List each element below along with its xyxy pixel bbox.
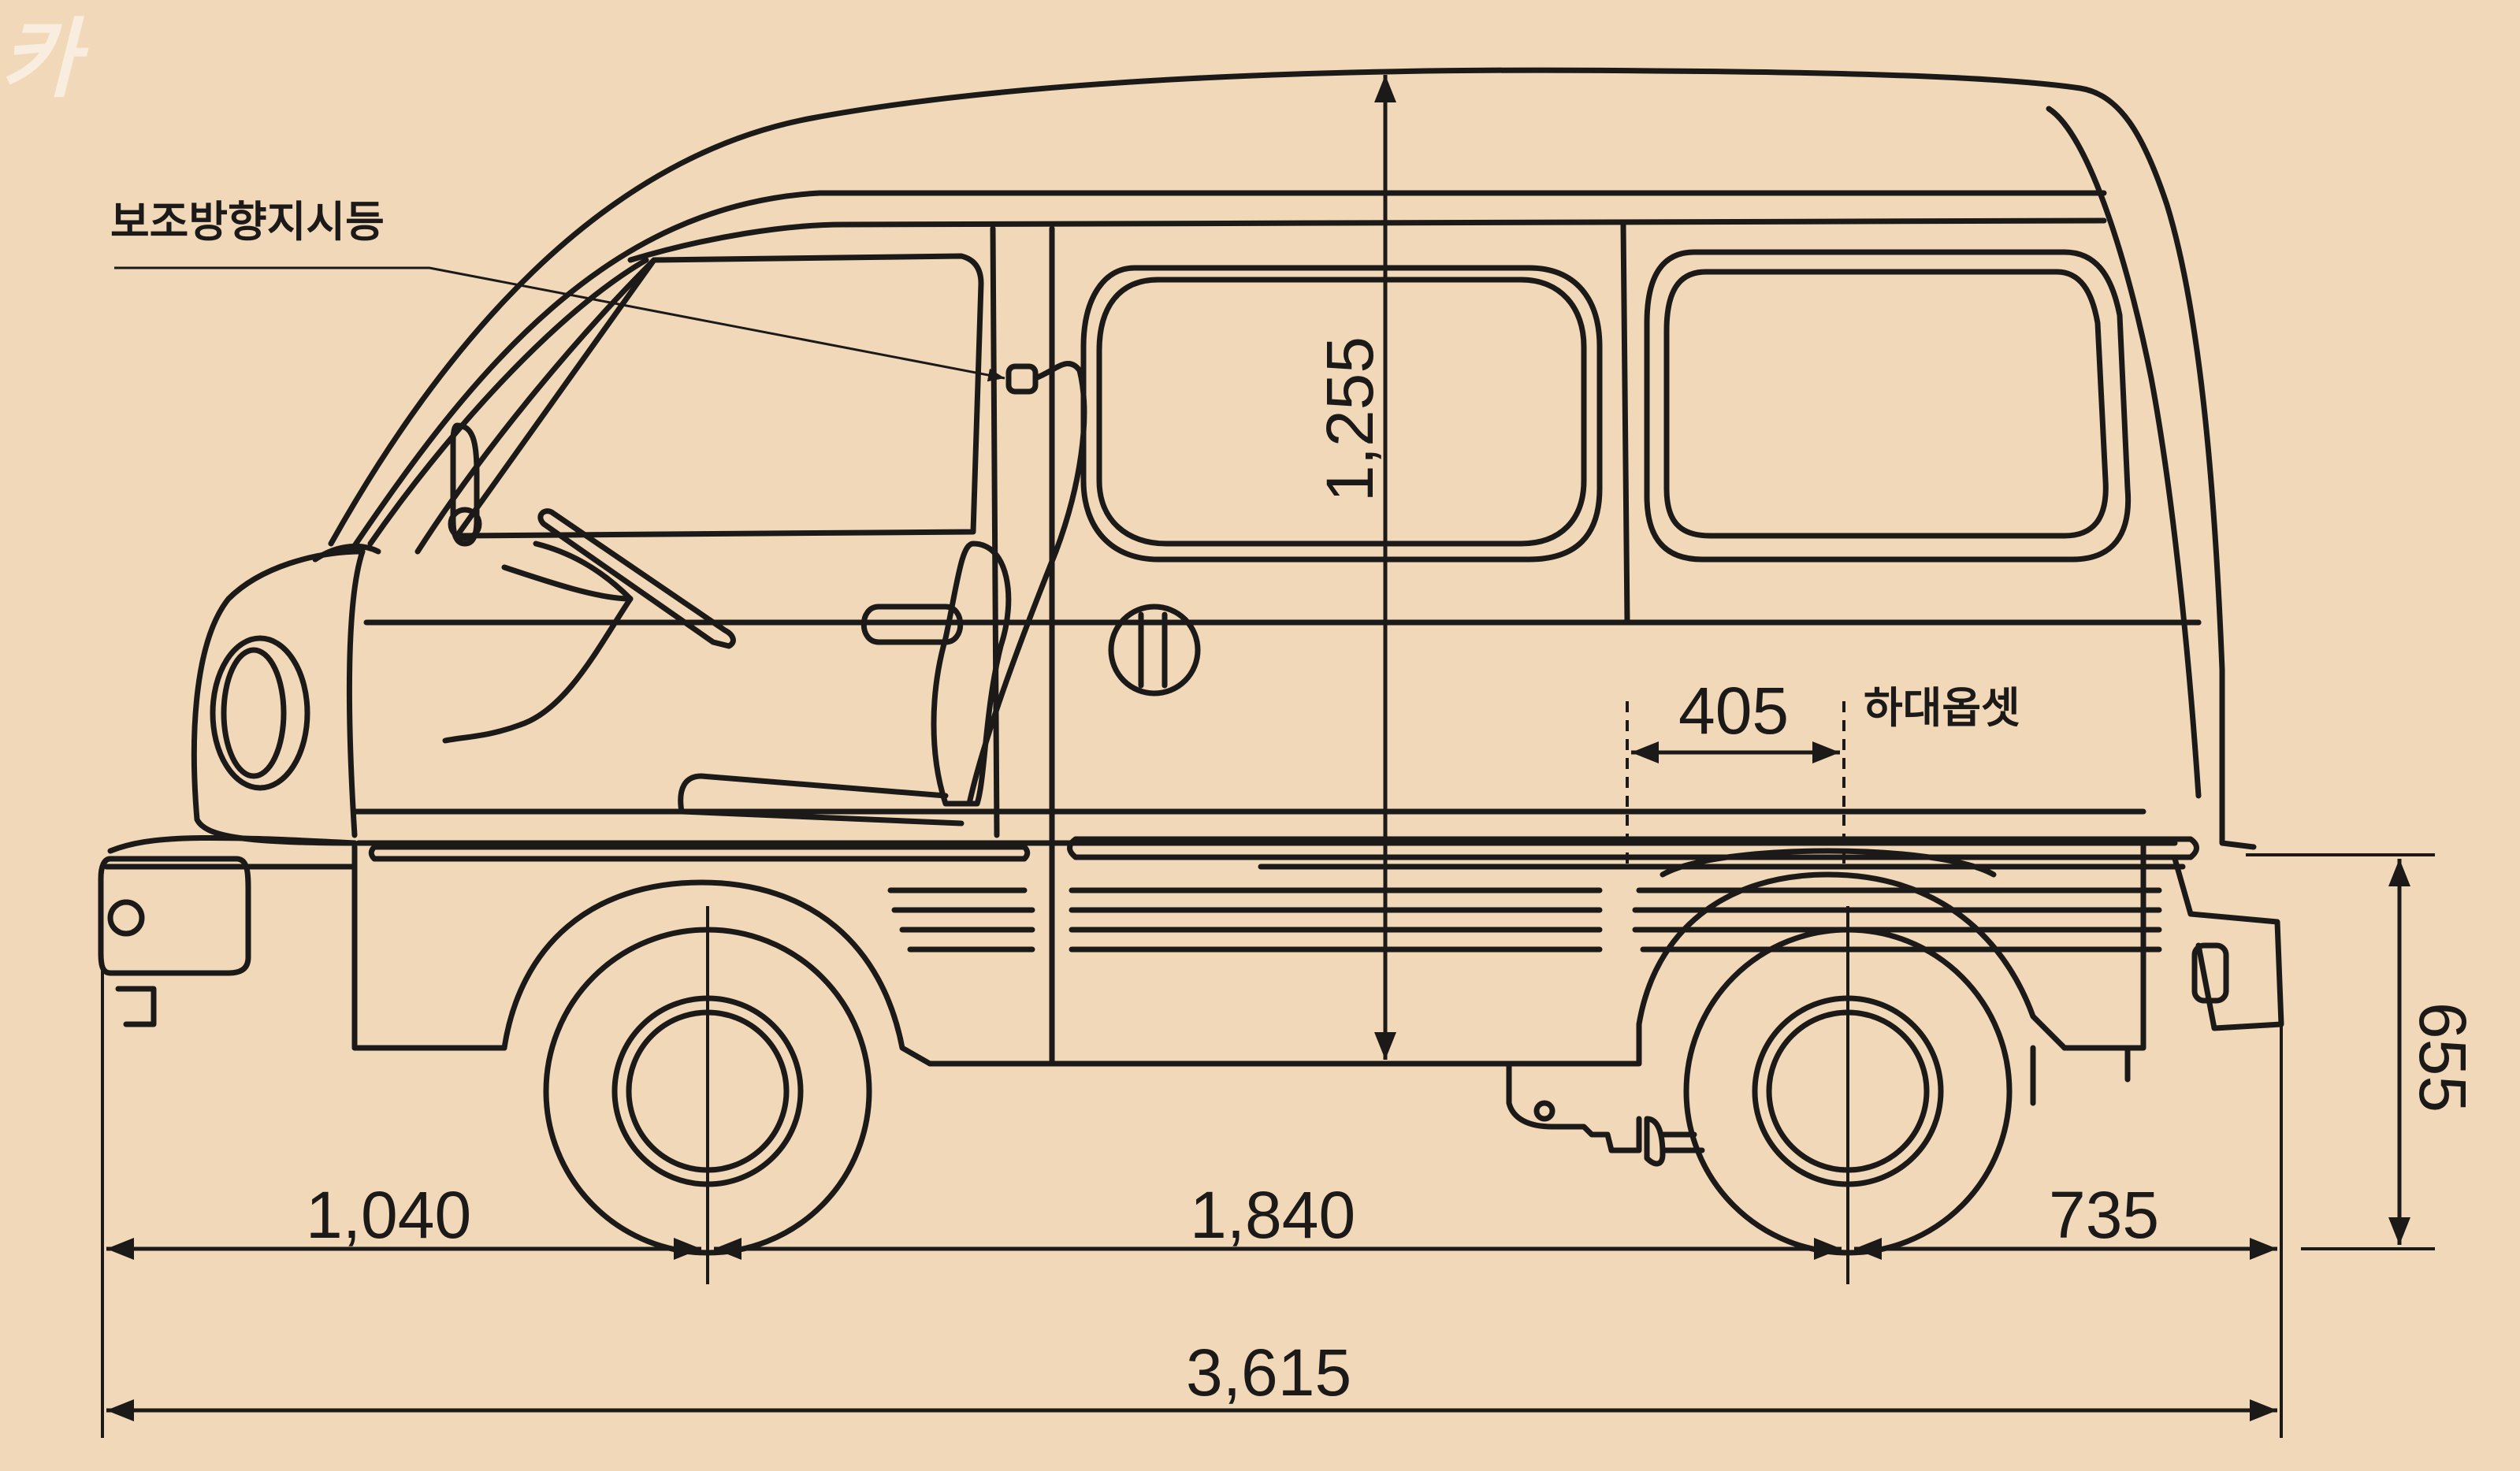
rear-offset-label: 하대옵셋 (1864, 683, 2020, 733)
dimension-lines (101, 75, 2435, 1438)
front-overhang-value: 1,040 (306, 1178, 472, 1252)
wheelbase-value: 1,840 (1190, 1178, 1356, 1252)
van-body-outline (98, 67, 2284, 1167)
offset-dimension-value: 405 (1678, 674, 1790, 748)
watermark-text: 카 (0, 9, 80, 110)
rear-overhang-value: 735 (2049, 1178, 2160, 1252)
side-turn-signal-label: 보조방향지시등 (110, 197, 385, 247)
overall-length-value: 3,615 (1186, 1335, 1352, 1410)
cabin-height-value: 1,255 (1313, 336, 1387, 503)
rear-height-value: 655 (2406, 1001, 2480, 1113)
